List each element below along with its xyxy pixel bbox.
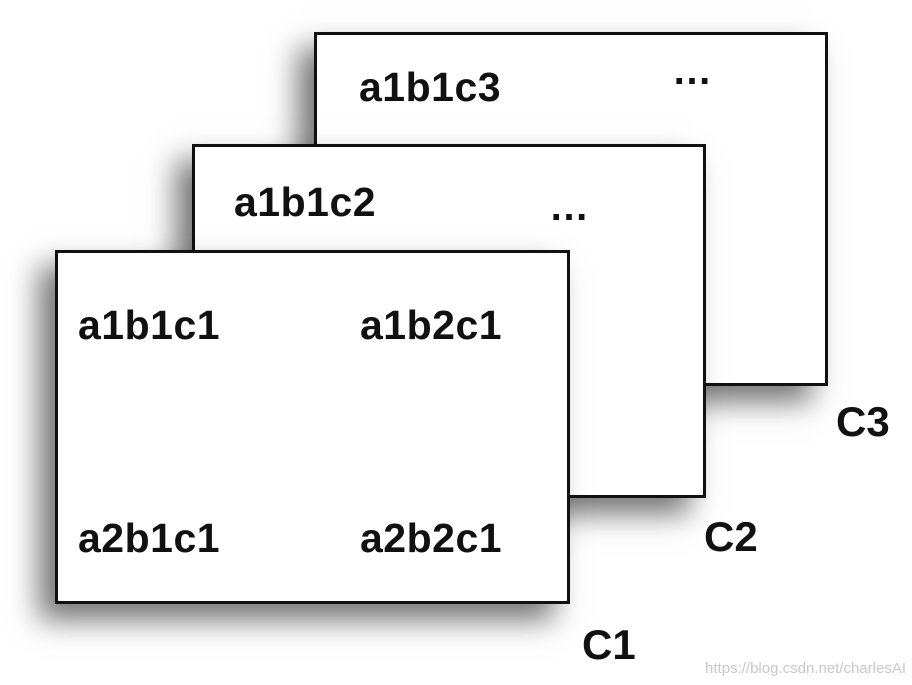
cell-a1b1c1: a1b1c1 xyxy=(78,302,221,348)
ellipsis-c2: … xyxy=(549,185,589,229)
cell-a1b1c3: a1b1c3 xyxy=(359,64,502,110)
label-c2: C2 xyxy=(704,513,758,560)
sheet-c1: a1b1c1 a1b2c1 a2b1c1 a2b2c1 xyxy=(55,250,570,604)
label-c3: C3 xyxy=(836,398,890,445)
ellipsis-c3: … xyxy=(672,49,712,93)
label-c1: C1 xyxy=(582,621,636,668)
cell-a2b2c1: a2b2c1 xyxy=(360,515,503,561)
cell-a2b1c1: a2b1c1 xyxy=(78,515,221,561)
watermark-text: https://blog.csdn.net/charlesAI xyxy=(705,660,906,677)
cell-a1b1c2: a1b1c2 xyxy=(234,179,377,225)
cell-a1b2c1: a1b2c1 xyxy=(360,302,503,348)
